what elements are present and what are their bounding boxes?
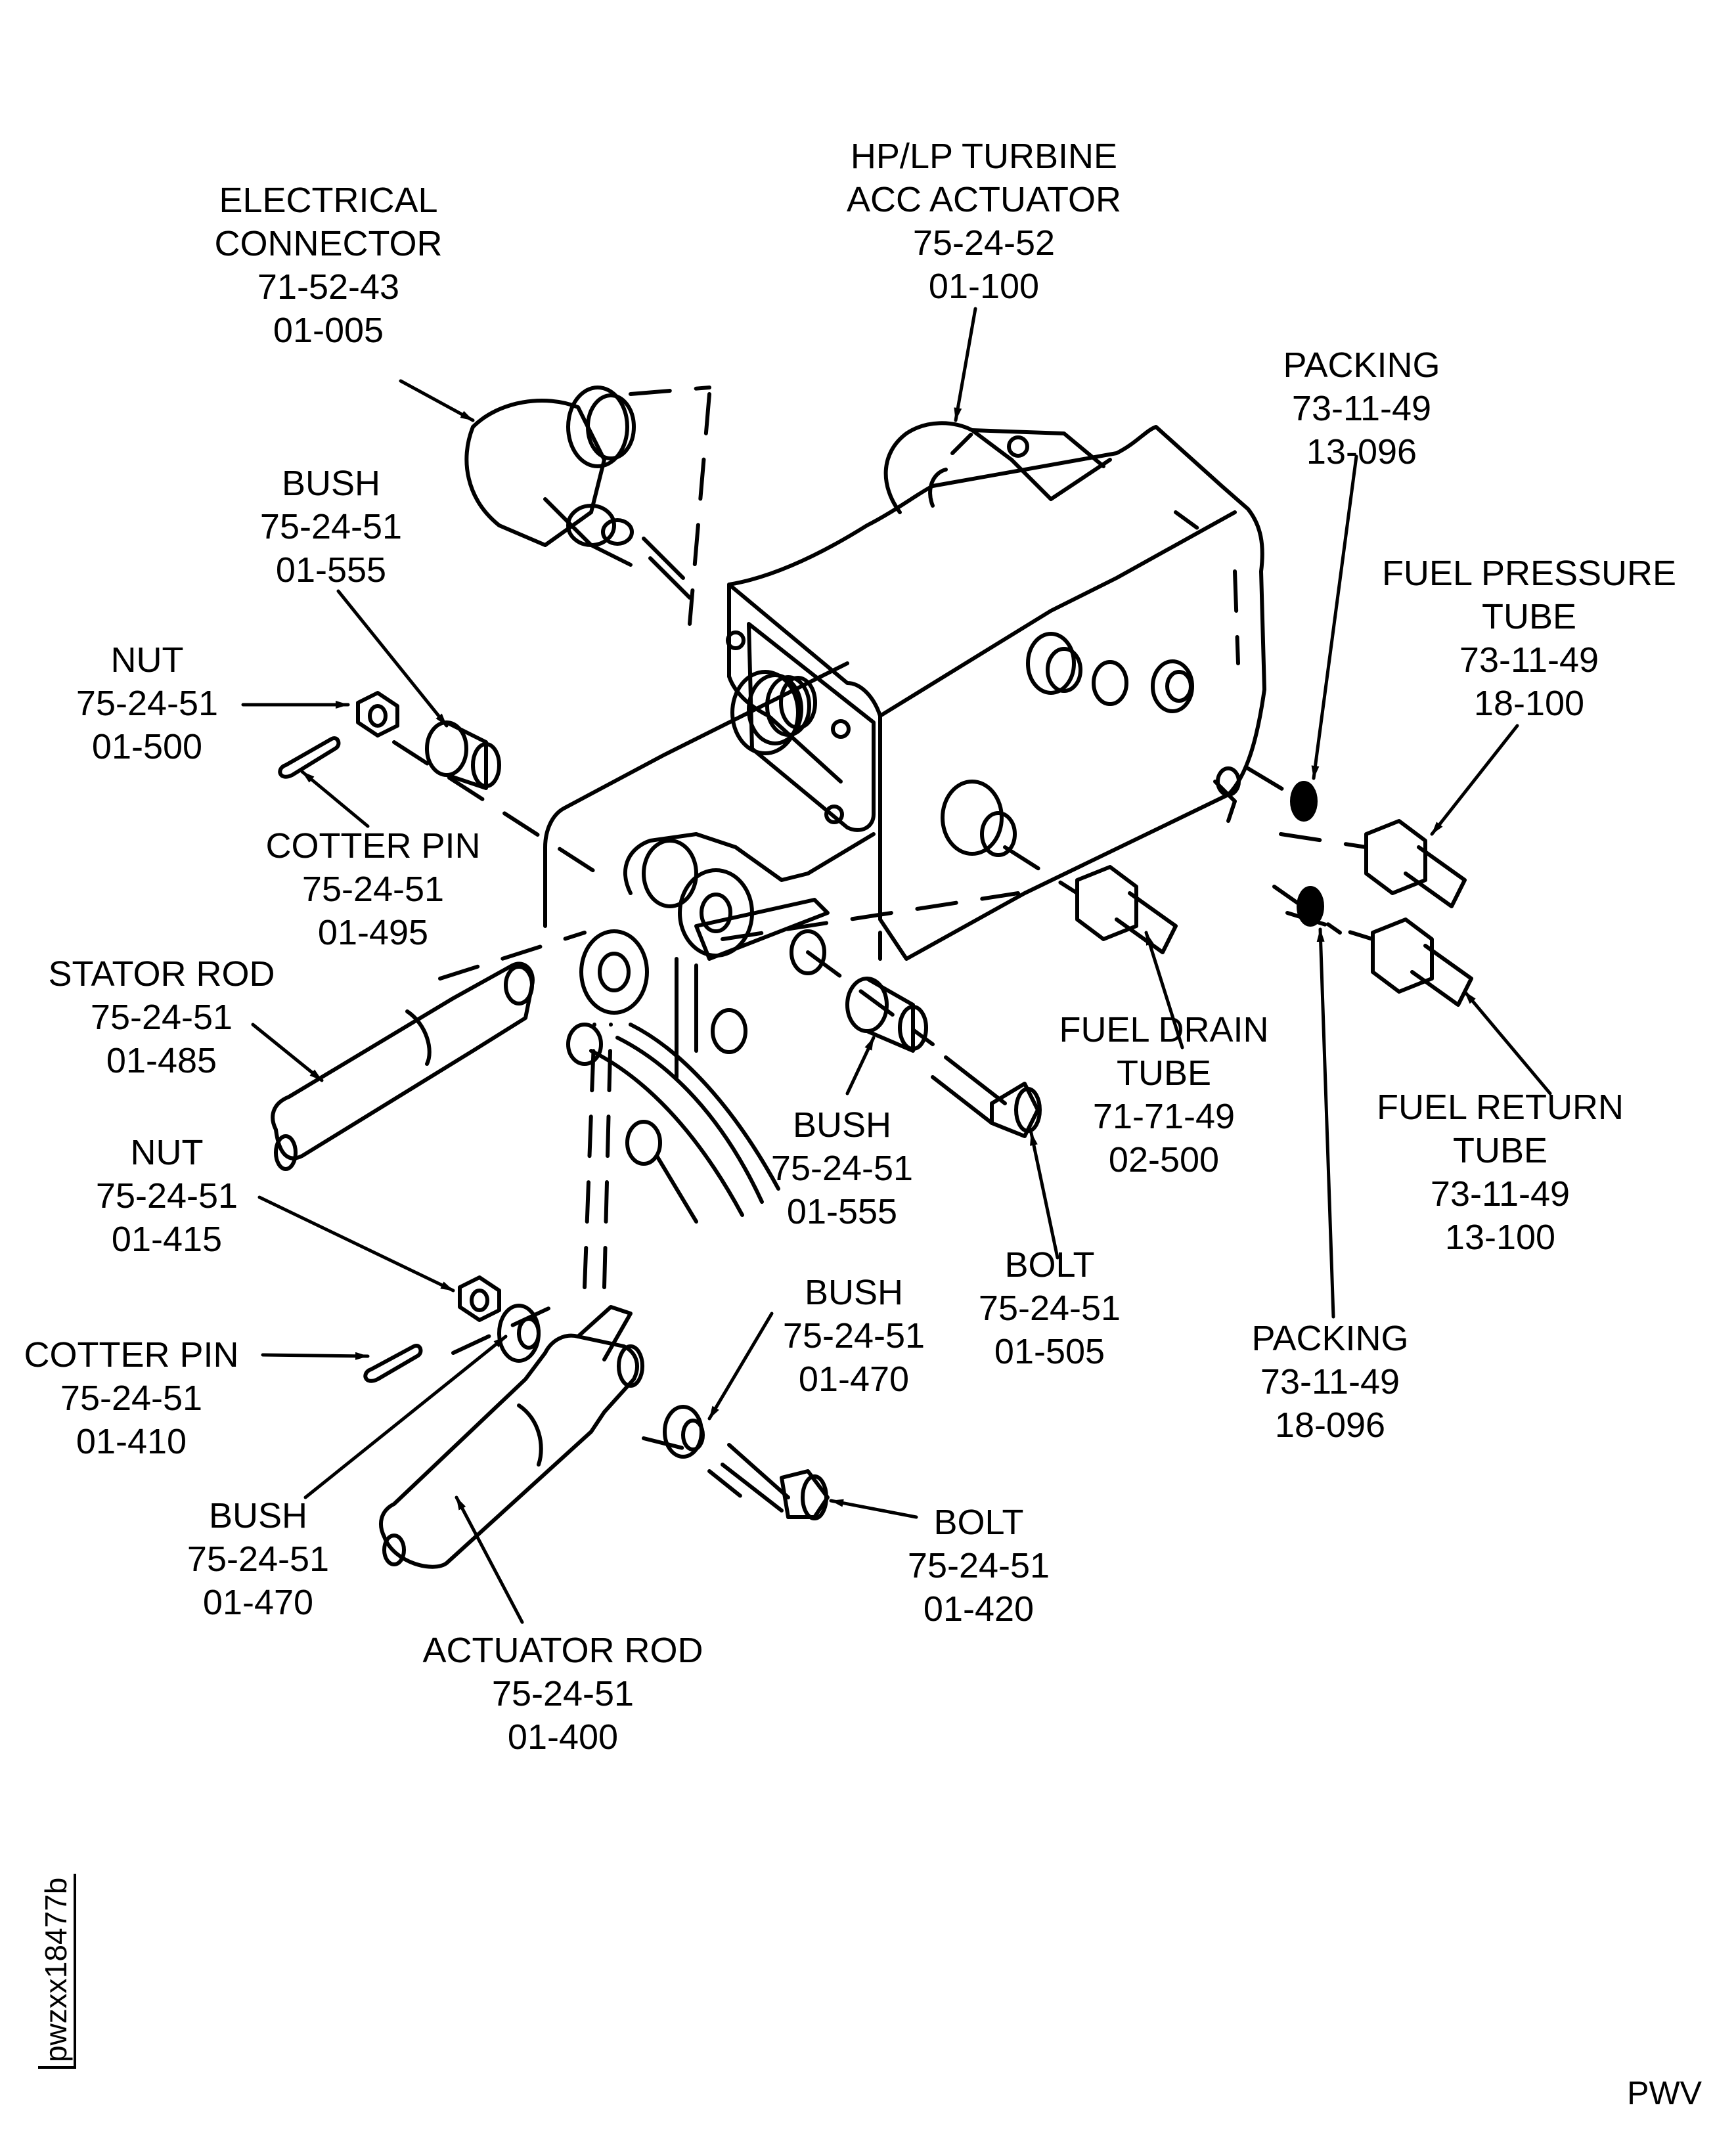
part-name: COTTER PIN — [24, 1335, 239, 1375]
callout-fuel-pressure-tube: FUEL PRESSURE TUBE 73-11-49 18-100 — [1382, 552, 1676, 725]
callout-fuel-return-tube: FUEL RETURN TUBE 73-11-49 13-100 — [1377, 1086, 1624, 1259]
callout-bush-middle: BUSH 75-24-51 01-555 — [771, 1103, 913, 1233]
ata-reference: 73-11-49 — [1430, 1174, 1570, 1214]
callout-electrical-connector: ELECTRICAL CONNECTOR 71-52-43 01-005 — [214, 179, 442, 352]
callout-bush-lower-left: BUSH 75-24-51 01-470 — [187, 1494, 329, 1624]
item-number: 01-410 — [76, 1422, 187, 1461]
callout-bush-upper: BUSH 75-24-51 01-555 — [260, 462, 402, 592]
callout-nut-lower: NUT 75-24-51 01-415 — [96, 1131, 238, 1261]
ata-reference: 75-24-51 — [491, 1674, 634, 1713]
callout-bush-lower-right: BUSH 75-24-51 01-470 — [783, 1271, 925, 1401]
actuator-receptacle — [726, 622, 876, 832]
alignment-lines — [392, 386, 1375, 1499]
actuator-rod-part — [379, 1305, 644, 1569]
item-number: 01-495 — [317, 913, 429, 952]
item-number: 01-470 — [798, 1359, 910, 1399]
item-number: 01-500 — [91, 727, 203, 766]
part-name: BOLT — [1004, 1245, 1095, 1285]
item-number: 01-415 — [111, 1220, 223, 1259]
ata-reference: 75-24-51 — [187, 1539, 330, 1579]
part-name: ACC ACTUATOR — [846, 180, 1122, 219]
callout-bolt-upper: BOLT 75-24-51 01-505 — [979, 1243, 1121, 1373]
ata-reference: 75-24-51 — [782, 1316, 925, 1356]
ata-reference: 75-24-51 — [259, 507, 403, 546]
leader-lines — [241, 307, 1552, 1624]
item-number: 01-400 — [507, 1717, 619, 1757]
item-number: 01-485 — [106, 1041, 217, 1080]
item-number: 13-096 — [1306, 432, 1417, 472]
electrical-connector-part — [464, 386, 692, 600]
callout-cotter-pin-lower: COTTER PIN 75-24-51 01-410 — [24, 1333, 238, 1463]
part-name: BUSH — [281, 464, 381, 503]
ata-reference: 75-24-51 — [60, 1379, 203, 1418]
upper-hardware — [278, 691, 501, 790]
item-number: 01-555 — [275, 550, 387, 590]
part-name: NUT — [110, 640, 184, 680]
stator-rod-part — [271, 961, 535, 1171]
actuator-fuel-ports — [941, 632, 1241, 857]
part-name: FUEL DRAIN — [1059, 1010, 1269, 1049]
ata-reference: 75-24-51 — [76, 684, 219, 723]
part-name: ELECTRICAL — [219, 181, 438, 220]
lower-bush-and-bolt — [663, 1405, 830, 1520]
part-name: ACTUATOR ROD — [422, 1631, 703, 1670]
part-name: BUSH — [792, 1105, 892, 1145]
callout-actuator-rod: ACTUATOR ROD 75-24-51 01-400 — [422, 1629, 703, 1759]
item-number: 01-100 — [928, 267, 1040, 306]
part-name: BOLT — [933, 1503, 1024, 1542]
part-name: TUBE — [1481, 597, 1577, 636]
callout-packing-upper: PACKING 73-11-49 13-096 — [1283, 343, 1440, 474]
ata-reference: 75-24-51 — [301, 870, 445, 909]
middle-bush-and-bolt — [845, 977, 1042, 1138]
ata-reference: 75-24-51 — [95, 1176, 238, 1216]
part-name: BUSH — [804, 1273, 904, 1312]
ata-reference: 73-11-49 — [1459, 640, 1599, 680]
ata-reference: 71-52-43 — [257, 267, 400, 307]
figure-id: pwzxx18477b — [38, 1873, 76, 2069]
part-name: PACKING — [1283, 345, 1440, 385]
item-number: 01-005 — [273, 311, 384, 350]
corner-code: PWV — [1627, 2075, 1702, 2111]
part-name: CONNECTOR — [214, 224, 443, 263]
callout-nut-upper: NUT 75-24-51 01-500 — [76, 638, 218, 768]
part-name: FUEL RETURN — [1376, 1088, 1624, 1127]
callout-fuel-drain-tube: FUEL DRAIN TUBE 71-71-49 02-500 — [1059, 1008, 1268, 1182]
item-number: 02-500 — [1108, 1140, 1220, 1180]
part-name: PACKING — [1251, 1319, 1409, 1358]
part-name: TUBE — [1452, 1131, 1548, 1170]
part-name: NUT — [130, 1133, 204, 1172]
part-name: HP/LP TURBINE — [850, 137, 1118, 176]
lever-mechanism — [566, 832, 876, 1224]
part-name: FUEL PRESSURE — [1381, 554, 1677, 593]
callout-actuator: HP/LP TURBINE ACC ACTUATOR 75-24-52 01-1… — [847, 135, 1121, 308]
part-name: STATOR ROD — [48, 954, 275, 994]
ata-reference: 75-24-51 — [907, 1546, 1050, 1585]
item-number: 18-100 — [1473, 684, 1585, 723]
callout-bolt-lower: BOLT 75-24-51 01-420 — [908, 1501, 1050, 1631]
actuator-housing — [543, 421, 1266, 961]
callout-stator-rod: STATOR ROD 75-24-51 01-485 — [48, 952, 275, 1082]
callout-packing-lower: PACKING 73-11-49 18-096 — [1251, 1317, 1408, 1447]
ata-reference: 75-24-51 — [770, 1149, 914, 1188]
item-number: 18-096 — [1274, 1405, 1386, 1445]
part-name: COTTER PIN — [265, 826, 481, 866]
ata-reference: 73-11-49 — [1260, 1362, 1400, 1402]
item-number: 01-420 — [923, 1589, 1035, 1629]
figure-id-text: pwzxx18477b — [39, 1877, 73, 2062]
ata-reference: 75-24-52 — [912, 223, 1056, 263]
ata-reference: 73-11-49 — [1291, 389, 1432, 428]
callout-cotter-pin-upper: COTTER PIN 75-24-51 01-495 — [265, 824, 480, 954]
item-number: 13-100 — [1444, 1218, 1556, 1257]
item-number: 01-470 — [202, 1583, 314, 1622]
lower-hardware — [363, 1275, 541, 1383]
ata-reference: 75-24-51 — [90, 998, 233, 1037]
part-name: TUBE — [1116, 1053, 1212, 1093]
fuel-tubes — [1075, 781, 1473, 1007]
ata-reference: 75-24-51 — [978, 1289, 1121, 1328]
ata-reference: 71-71-49 — [1092, 1097, 1235, 1136]
part-name: BUSH — [208, 1496, 308, 1535]
item-number: 01-555 — [786, 1192, 898, 1231]
item-number: 01-505 — [994, 1332, 1105, 1371]
